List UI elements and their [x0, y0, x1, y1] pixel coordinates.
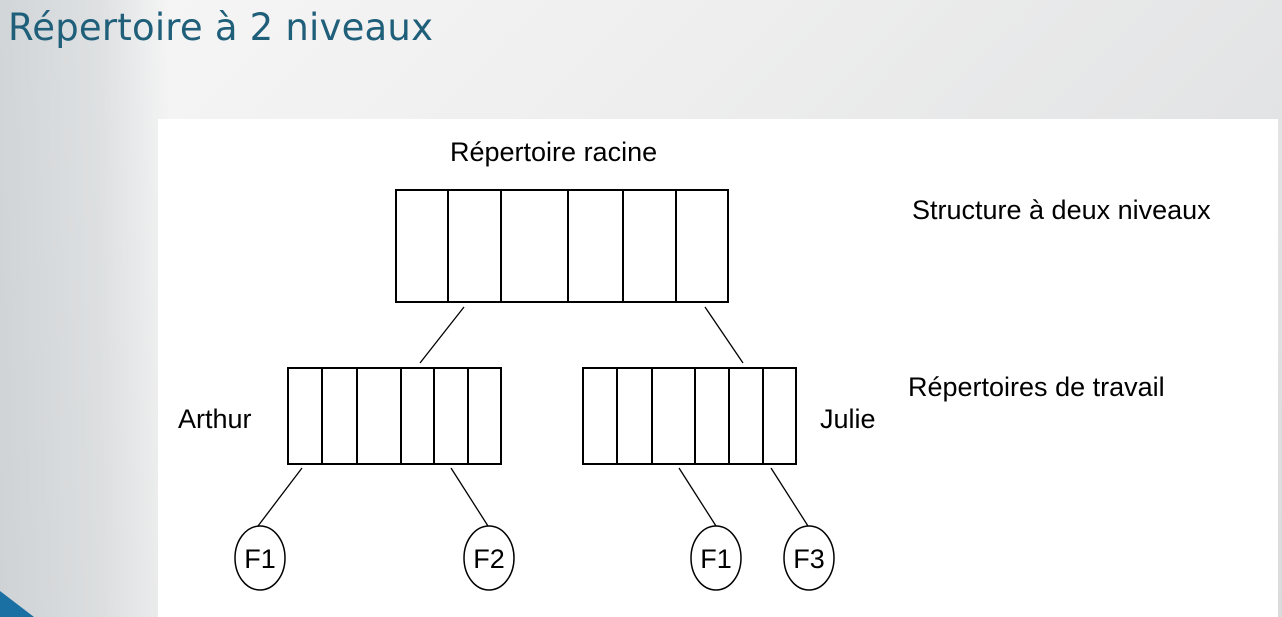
connector-root-julie: [704, 306, 744, 364]
user-directory-table-arthur: [287, 367, 502, 465]
file-node-arthur-f2: F2: [463, 525, 515, 591]
user-label-arthur: Arthur: [178, 404, 252, 434]
connector-arthur-f1: [257, 467, 303, 527]
slide-title: Répertoire à 2 niveaux: [8, 6, 434, 49]
file-node-julie-f1: F1: [690, 525, 742, 591]
connector-root-arthur: [419, 306, 465, 364]
file-node-julie-f3: F3: [783, 525, 835, 591]
file-label-arthur-f2: F2: [473, 544, 505, 574]
connector-arthur-f2: [450, 467, 489, 527]
connector-julie-f3: [770, 467, 809, 527]
work-directories-label: Répertoires de travail: [908, 372, 1165, 402]
file-label-julie-f3: F3: [793, 544, 825, 574]
connector-lines: [257, 306, 809, 527]
user-label-julie: Julie: [820, 404, 876, 434]
file-label-julie-f1: F1: [700, 544, 732, 574]
root-directory-table: [395, 189, 729, 303]
corner-accent-shape: [0, 591, 34, 617]
user-directory-table-julie: [582, 367, 797, 465]
connector-julie-f1: [678, 467, 717, 527]
file-node-arthur-f1: F1: [234, 525, 286, 591]
level-structure-label: Structure à deux niveaux: [912, 195, 1211, 225]
diagram-panel: Répertoire racine Structure à deux nivea…: [158, 119, 1278, 617]
root-directory-label: Répertoire racine: [450, 137, 657, 167]
two-level-directory-diagram: Répertoire racine Structure à deux nivea…: [178, 137, 1211, 591]
file-label-arthur-f1: F1: [244, 544, 276, 574]
slide-background-shade: [0, 0, 170, 617]
